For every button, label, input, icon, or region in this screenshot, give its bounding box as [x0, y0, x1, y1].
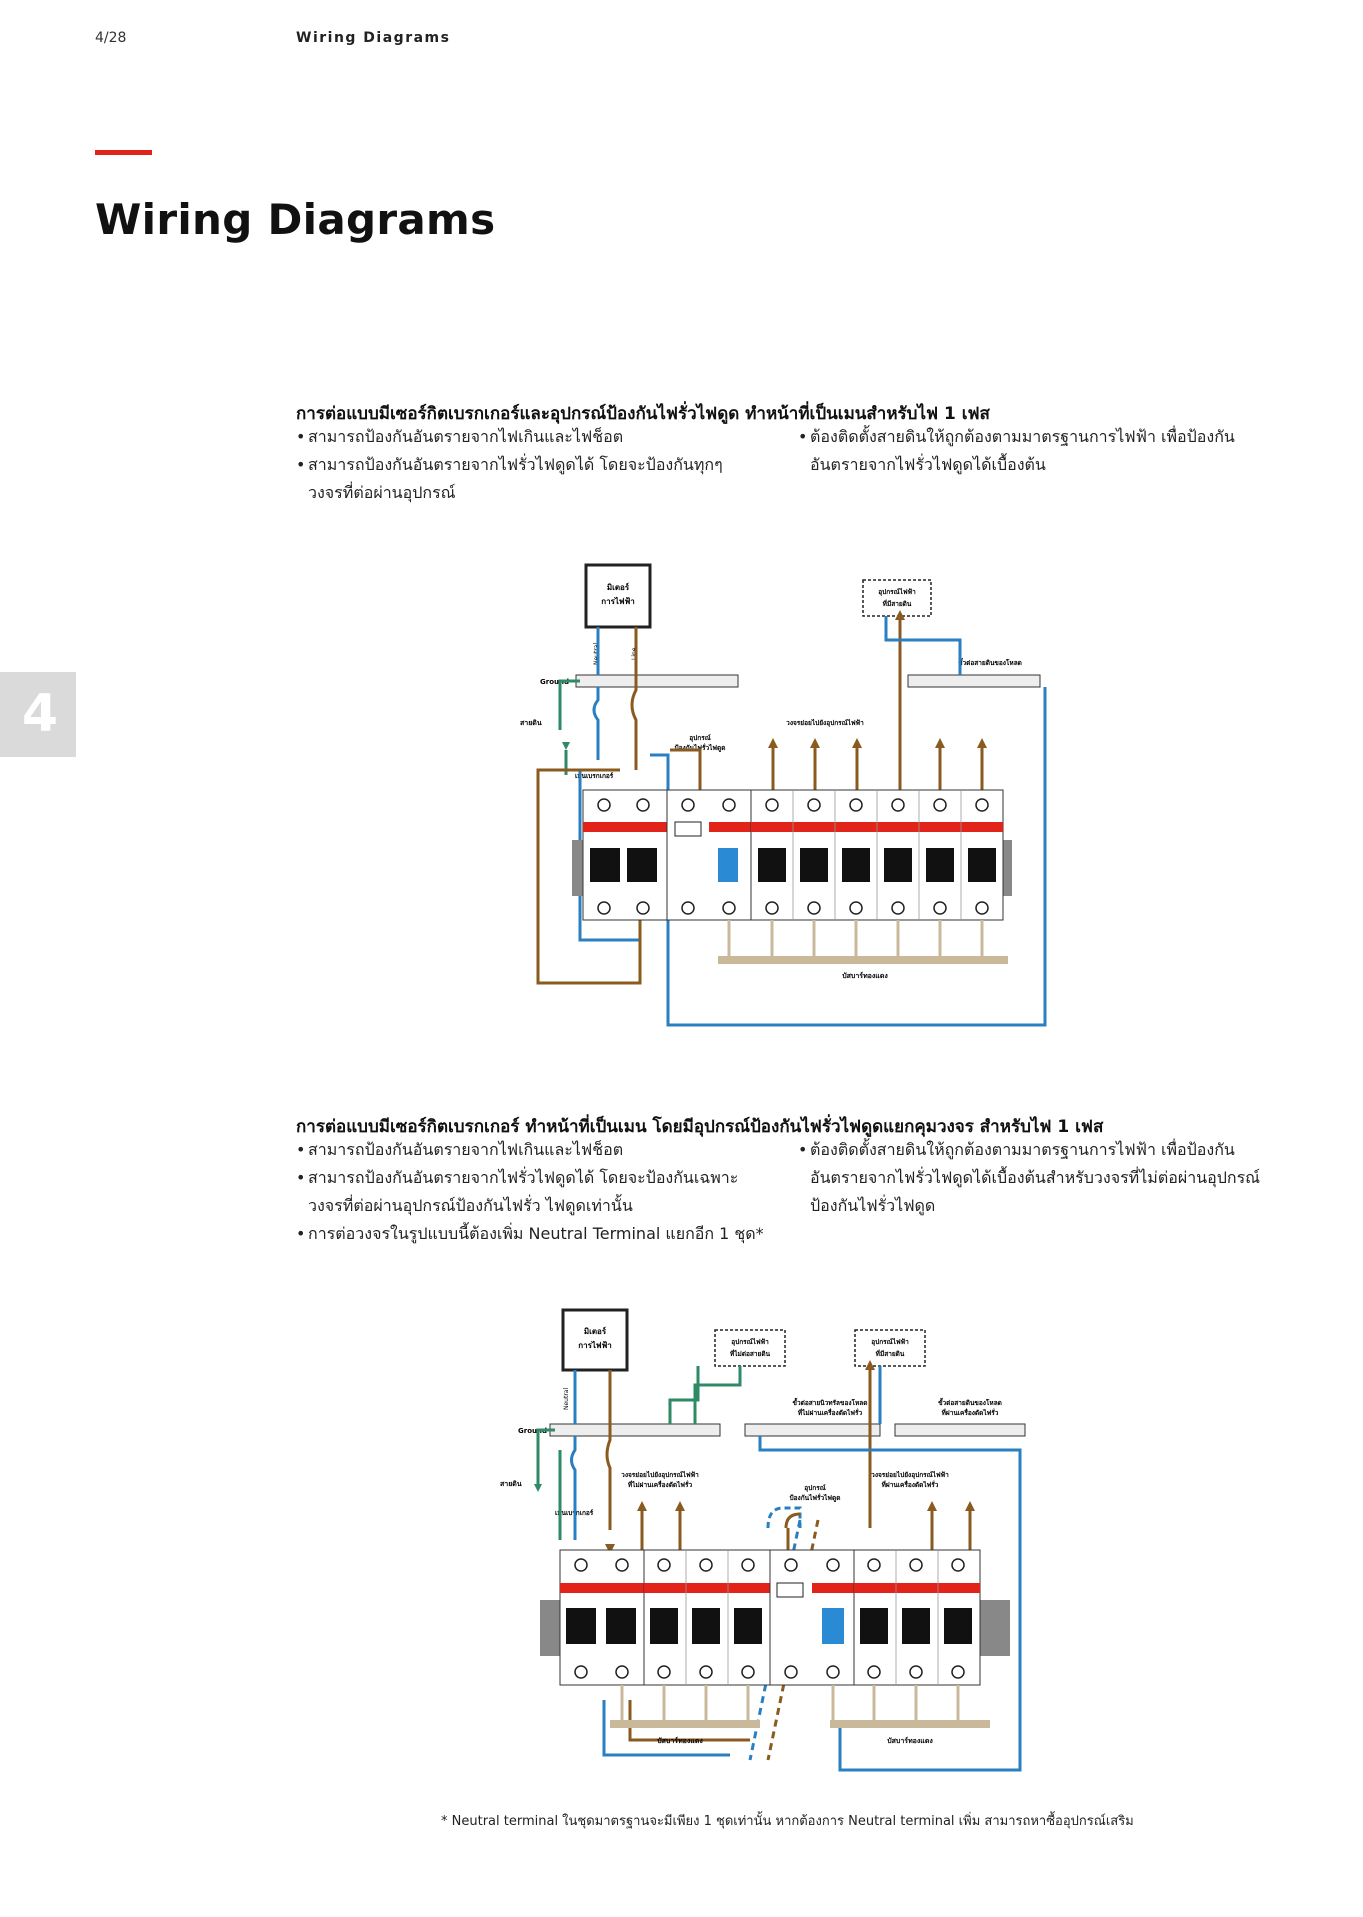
- appliance-label: ที่ไม่ต่อสายดิน: [730, 1348, 771, 1358]
- branch-breakers-left: [643, 1549, 771, 1686]
- load-label: วงจรย่อยไปยังอุปกรณ์ไฟฟ้า: [871, 1470, 949, 1479]
- meter-box: [561, 1308, 629, 1372]
- appliance-label: ที่มีสายดิน: [876, 1348, 905, 1358]
- busbar-label: บัสบาร์ทองแดง: [842, 971, 888, 980]
- appliance-box: [854, 1329, 926, 1367]
- wiring-diagram-1: มิเตอร์ การไฟฟ้า Neutral Line Ground สาย…: [520, 563, 1047, 1027]
- accent-bar: [95, 150, 152, 155]
- rcd-device: [666, 789, 752, 921]
- section-tab-number: 4: [21, 684, 59, 744]
- copper-busbar: [830, 1720, 990, 1728]
- bullet-item: •ต้องติดตั้งสายดินให้ถูกต้องตามมาตรฐานกา…: [798, 1140, 1260, 1215]
- section1-left-bullets: •สามารถป้องกันอันตรายจากไฟเกินและไฟช็อต …: [296, 423, 796, 507]
- appliance-box: [862, 579, 932, 617]
- ground-bar-label: ขั้วต่อสายดินของโหลด: [958, 657, 1022, 667]
- ground-label: Ground: [518, 1427, 547, 1435]
- appliance-label: อุปกรณ์ไฟฟ้า: [871, 1337, 909, 1346]
- section2-left-bullets: •สามารถป้องกันอันตรายจากไฟเกินและไฟช็อต …: [296, 1136, 796, 1248]
- rcd-label: ป้องกันไฟรั่วไฟดูด: [675, 742, 726, 753]
- neutral-bar-label: ขั้วต่อสายนิวทรัลของโหลด: [793, 1397, 868, 1407]
- copper-busbar: [610, 1720, 760, 1728]
- bullet-item: •สามารถป้องกันอันตรายจากไฟเกินและไฟช็อต: [296, 427, 624, 446]
- load-ground-bar: [894, 1423, 1026, 1437]
- earth-label: สายดิน: [500, 1480, 522, 1488]
- load-label: ที่ไม่ผ่านเครื่องตัดไฟรั่ว: [628, 1479, 693, 1489]
- ground-bar-label: ขั้วต่อสายดินของโหลด: [938, 1397, 1002, 1407]
- ground-bar-label: ที่ผ่านเครื่องตัดไฟรั่ว: [942, 1407, 999, 1417]
- rcd-label: อุปกรณ์: [804, 1484, 826, 1492]
- ground-label: Ground: [540, 678, 569, 686]
- ground-terminal-bar: [549, 1423, 721, 1437]
- main-breaker: [582, 789, 668, 921]
- bullet-item: •ต้องติดตั้งสายดินให้ถูกต้องตามมาตรฐานกา…: [798, 427, 1235, 474]
- main-breaker: [559, 1549, 645, 1686]
- bullet-item: •การต่อวงจรในรูปแบบนี้ต้องเพิ่ม Neutral …: [296, 1224, 764, 1243]
- meter-label: มิเตอร์: [584, 1326, 607, 1336]
- neutral-bar-label: ที่ไม่ผ่านเครื่องตัดไฟรั่ว: [798, 1407, 863, 1417]
- page-title: Wiring Diagrams: [95, 195, 496, 244]
- section1-right-bullets: •ต้องติดตั้งสายดินให้ถูกต้องตามมาตรฐานกา…: [798, 423, 1318, 479]
- load-label: วงจรย่อยไปยังอุปกรณ์ไฟฟ้า: [786, 718, 864, 727]
- busbar-label: บัสบาร์ทองแดง: [887, 1736, 933, 1745]
- main-breaker-label: เมนเบรกเกอร์: [575, 772, 614, 780]
- neutral-terminal-bar: [575, 674, 739, 688]
- copper-busbar: [718, 956, 1008, 964]
- section1-heading: การต่อแบบมีเซอร์กิตเบรกเกอร์และอุปกรณ์ป้…: [296, 404, 990, 424]
- bullet-item: •สามารถป้องกันอันตรายจากไฟรั่วไฟดูดได้ โ…: [296, 1168, 739, 1215]
- running-title: Wiring Diagrams: [296, 30, 451, 46]
- branch-breakers: [750, 789, 1004, 921]
- footnote: * Neutral terminal ในชุดมาตรฐานจะมีเพียง…: [441, 1814, 1134, 1829]
- wiring-diagram-2: มิเตอร์ การไฟฟ้า Neutral Ground สายดิน ข…: [500, 1308, 1026, 1772]
- rcd-label: ป้องกันไฟรั่วไฟดูด: [790, 1492, 841, 1503]
- section-tab: 4: [0, 672, 76, 757]
- section2-right-bullets: •ต้องติดตั้งสายดินให้ถูกต้องตามมาตรฐานกา…: [798, 1136, 1328, 1220]
- bullet-item: •สามารถป้องกันอันตรายจากไฟรั่วไฟดูดได้ โ…: [296, 455, 723, 502]
- appliance-label: ที่มีสายดิน: [883, 598, 912, 608]
- neutral-bar-non-rcd: [744, 1423, 881, 1437]
- meter-box: [584, 563, 652, 629]
- earth-label: สายดิน: [520, 719, 542, 727]
- meter-label: การไฟฟ้า: [578, 1340, 611, 1350]
- neutral-label: Neutral: [563, 1388, 570, 1410]
- appliance-box: [714, 1329, 786, 1367]
- appliance-label: อุปกรณ์ไฟฟ้า: [878, 587, 916, 596]
- branch-breakers-right: [853, 1549, 981, 1686]
- load-label: ที่ผ่านเครื่องตัดไฟรั่ว: [882, 1479, 939, 1489]
- load-ground-bar: [907, 674, 1041, 688]
- meter-label: การไฟฟ้า: [601, 596, 634, 606]
- rcd-device: [769, 1549, 855, 1686]
- section2-heading: การต่อแบบมีเซอร์กิตเบรกเกอร์ ทำหน้าที่เป…: [296, 1117, 1104, 1137]
- rcd-label: อุปกรณ์: [689, 734, 711, 742]
- breaker-row: [559, 1549, 981, 1686]
- appliance-label: อุปกรณ์ไฟฟ้า: [731, 1337, 769, 1346]
- load-label: วงจรย่อยไปยังอุปกรณ์ไฟฟ้า: [621, 1470, 699, 1479]
- bullet-item: •สามารถป้องกันอันตรายจากไฟเกินและไฟช็อต: [296, 1140, 624, 1159]
- meter-label: มิเตอร์: [607, 582, 630, 592]
- page-number: 4/28: [95, 30, 127, 46]
- busbar-label: บัสบาร์ทองแดง: [657, 1736, 703, 1745]
- breaker-row: [582, 789, 1004, 921]
